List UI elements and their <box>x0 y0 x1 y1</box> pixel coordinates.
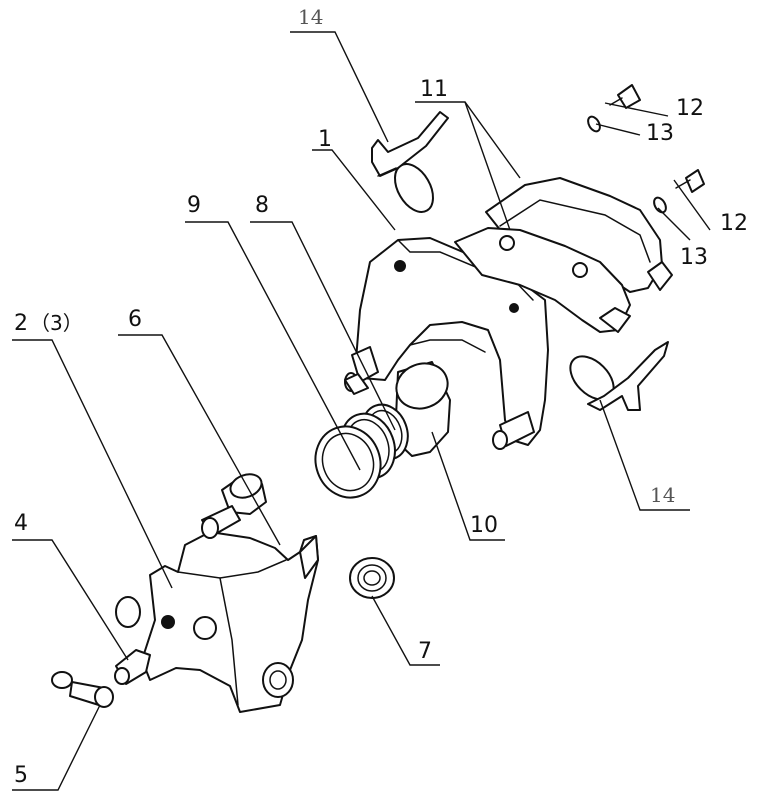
callout-2: 2 <box>14 311 28 336</box>
callout-12-right: 12 <box>720 211 748 236</box>
leader-lines <box>12 31 711 791</box>
callout-labels: 14 1 11 12 13 12 13 8 9 10 6 2 （3） 4 5 7… <box>14 5 748 788</box>
callout-10: 10 <box>470 513 498 538</box>
callout-7: 7 <box>418 639 432 664</box>
callout-6: 6 <box>128 307 142 332</box>
callout-13-top: 13 <box>646 121 674 146</box>
brake-pads-part-11 <box>454 177 673 333</box>
callout-13-right: 13 <box>680 245 708 270</box>
bolt-part-12-a <box>609 84 641 109</box>
banjo-bolt-part-5 <box>51 671 114 708</box>
pad-clip-part-14-bottom <box>569 341 669 411</box>
callout-11: 11 <box>420 77 448 102</box>
bleeder-screw-part-4 <box>114 649 151 685</box>
callout-4: 4 <box>14 511 28 536</box>
piston-part-10 <box>394 361 451 457</box>
washer-part-13-a <box>587 115 601 133</box>
seal-rings-part-8-9 <box>314 403 409 499</box>
callout-8: 8 <box>255 193 269 218</box>
washer-part-13-b <box>653 196 667 214</box>
callout-12-top: 12 <box>676 96 704 121</box>
pad-clip-part-14-top <box>371 111 449 213</box>
callout-5: 5 <box>14 763 28 788</box>
callout-3-parenthetical: （3） <box>30 311 83 335</box>
dust-boot-part-7 <box>349 557 395 599</box>
callout-9: 9 <box>187 193 201 218</box>
caliper-housing-part-2 <box>115 531 319 713</box>
callout-1: 1 <box>318 127 332 152</box>
callout-14-top: 14 <box>298 5 323 29</box>
bracket-part-1 <box>344 237 549 450</box>
callout-14-bottom: 14 <box>650 483 675 507</box>
